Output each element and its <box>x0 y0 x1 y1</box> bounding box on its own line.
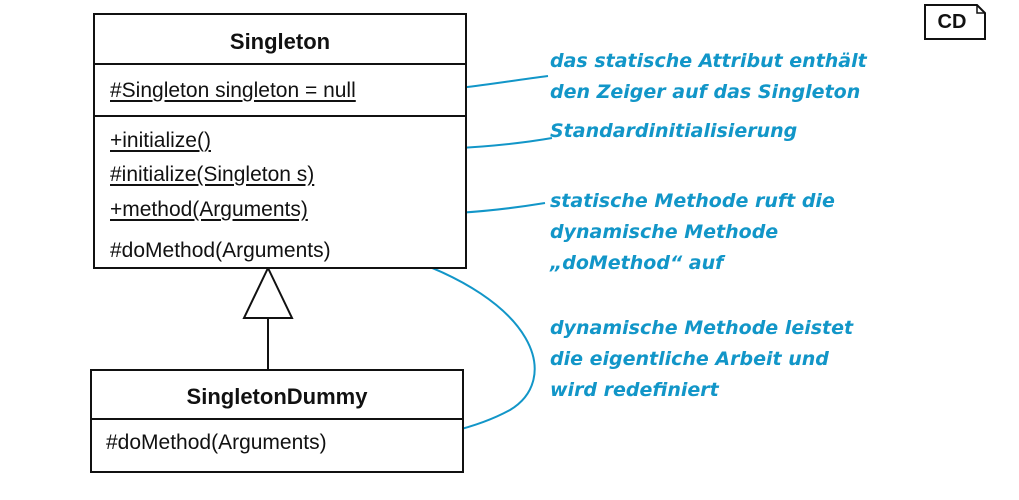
dummy-method-domethod: #doMethod(Arguments) <box>106 431 327 454</box>
note-method: statische Methode ruft die dynamische Me… <box>550 186 835 279</box>
class-singleton-separator-2 <box>95 115 465 117</box>
note-method-line-3: „doMethod“ auf <box>550 252 724 274</box>
frame-label: CD <box>937 11 967 33</box>
note-initialize: Standardinitialisierung <box>550 116 797 147</box>
class-singleton-separator-1 <box>95 63 465 65</box>
note-attribute-line-1: das statische Attribut enthält <box>550 50 867 72</box>
method-method: +method(Arguments) <box>110 198 308 221</box>
method-initialize-with-arg: #initialize(Singleton s) <box>110 163 315 186</box>
note-method-line-2: dynamische Methode <box>550 221 779 243</box>
note-attribute: das statische Attribut enthält den Zeige… <box>550 46 867 108</box>
method-initialize: +initialize() <box>110 129 211 152</box>
note-domethod-line-1: dynamische Methode leistet <box>550 317 854 339</box>
singleton-attribute: #Singleton singleton = null <box>110 79 356 102</box>
note-initialize-line-1: Standardinitialisierung <box>550 120 798 142</box>
class-singleton-dummy: SingletonDummy #doMethod(Arguments) <box>90 369 464 473</box>
method-domethod: #doMethod(Arguments) <box>110 239 331 262</box>
note-domethod-line-3: wird redefiniert <box>550 379 719 401</box>
class-dummy-separator <box>92 418 462 420</box>
note-domethod-line-2: die eigentliche Arbeit und <box>550 348 829 370</box>
inheritance-arrowhead <box>242 265 294 319</box>
frame-tag <box>924 4 986 40</box>
note-domethod: dynamische Methode leistet die eigentlic… <box>550 313 853 406</box>
note-attribute-line-2: den Zeiger auf das Singleton <box>550 81 861 103</box>
class-singleton: Singleton #Singleton singleton = null +i… <box>93 13 467 269</box>
class-dummy-name: SingletonDummy <box>186 384 368 409</box>
note-method-line-1: statische Methode ruft die <box>550 190 835 212</box>
class-singleton-name: Singleton <box>229 29 331 54</box>
